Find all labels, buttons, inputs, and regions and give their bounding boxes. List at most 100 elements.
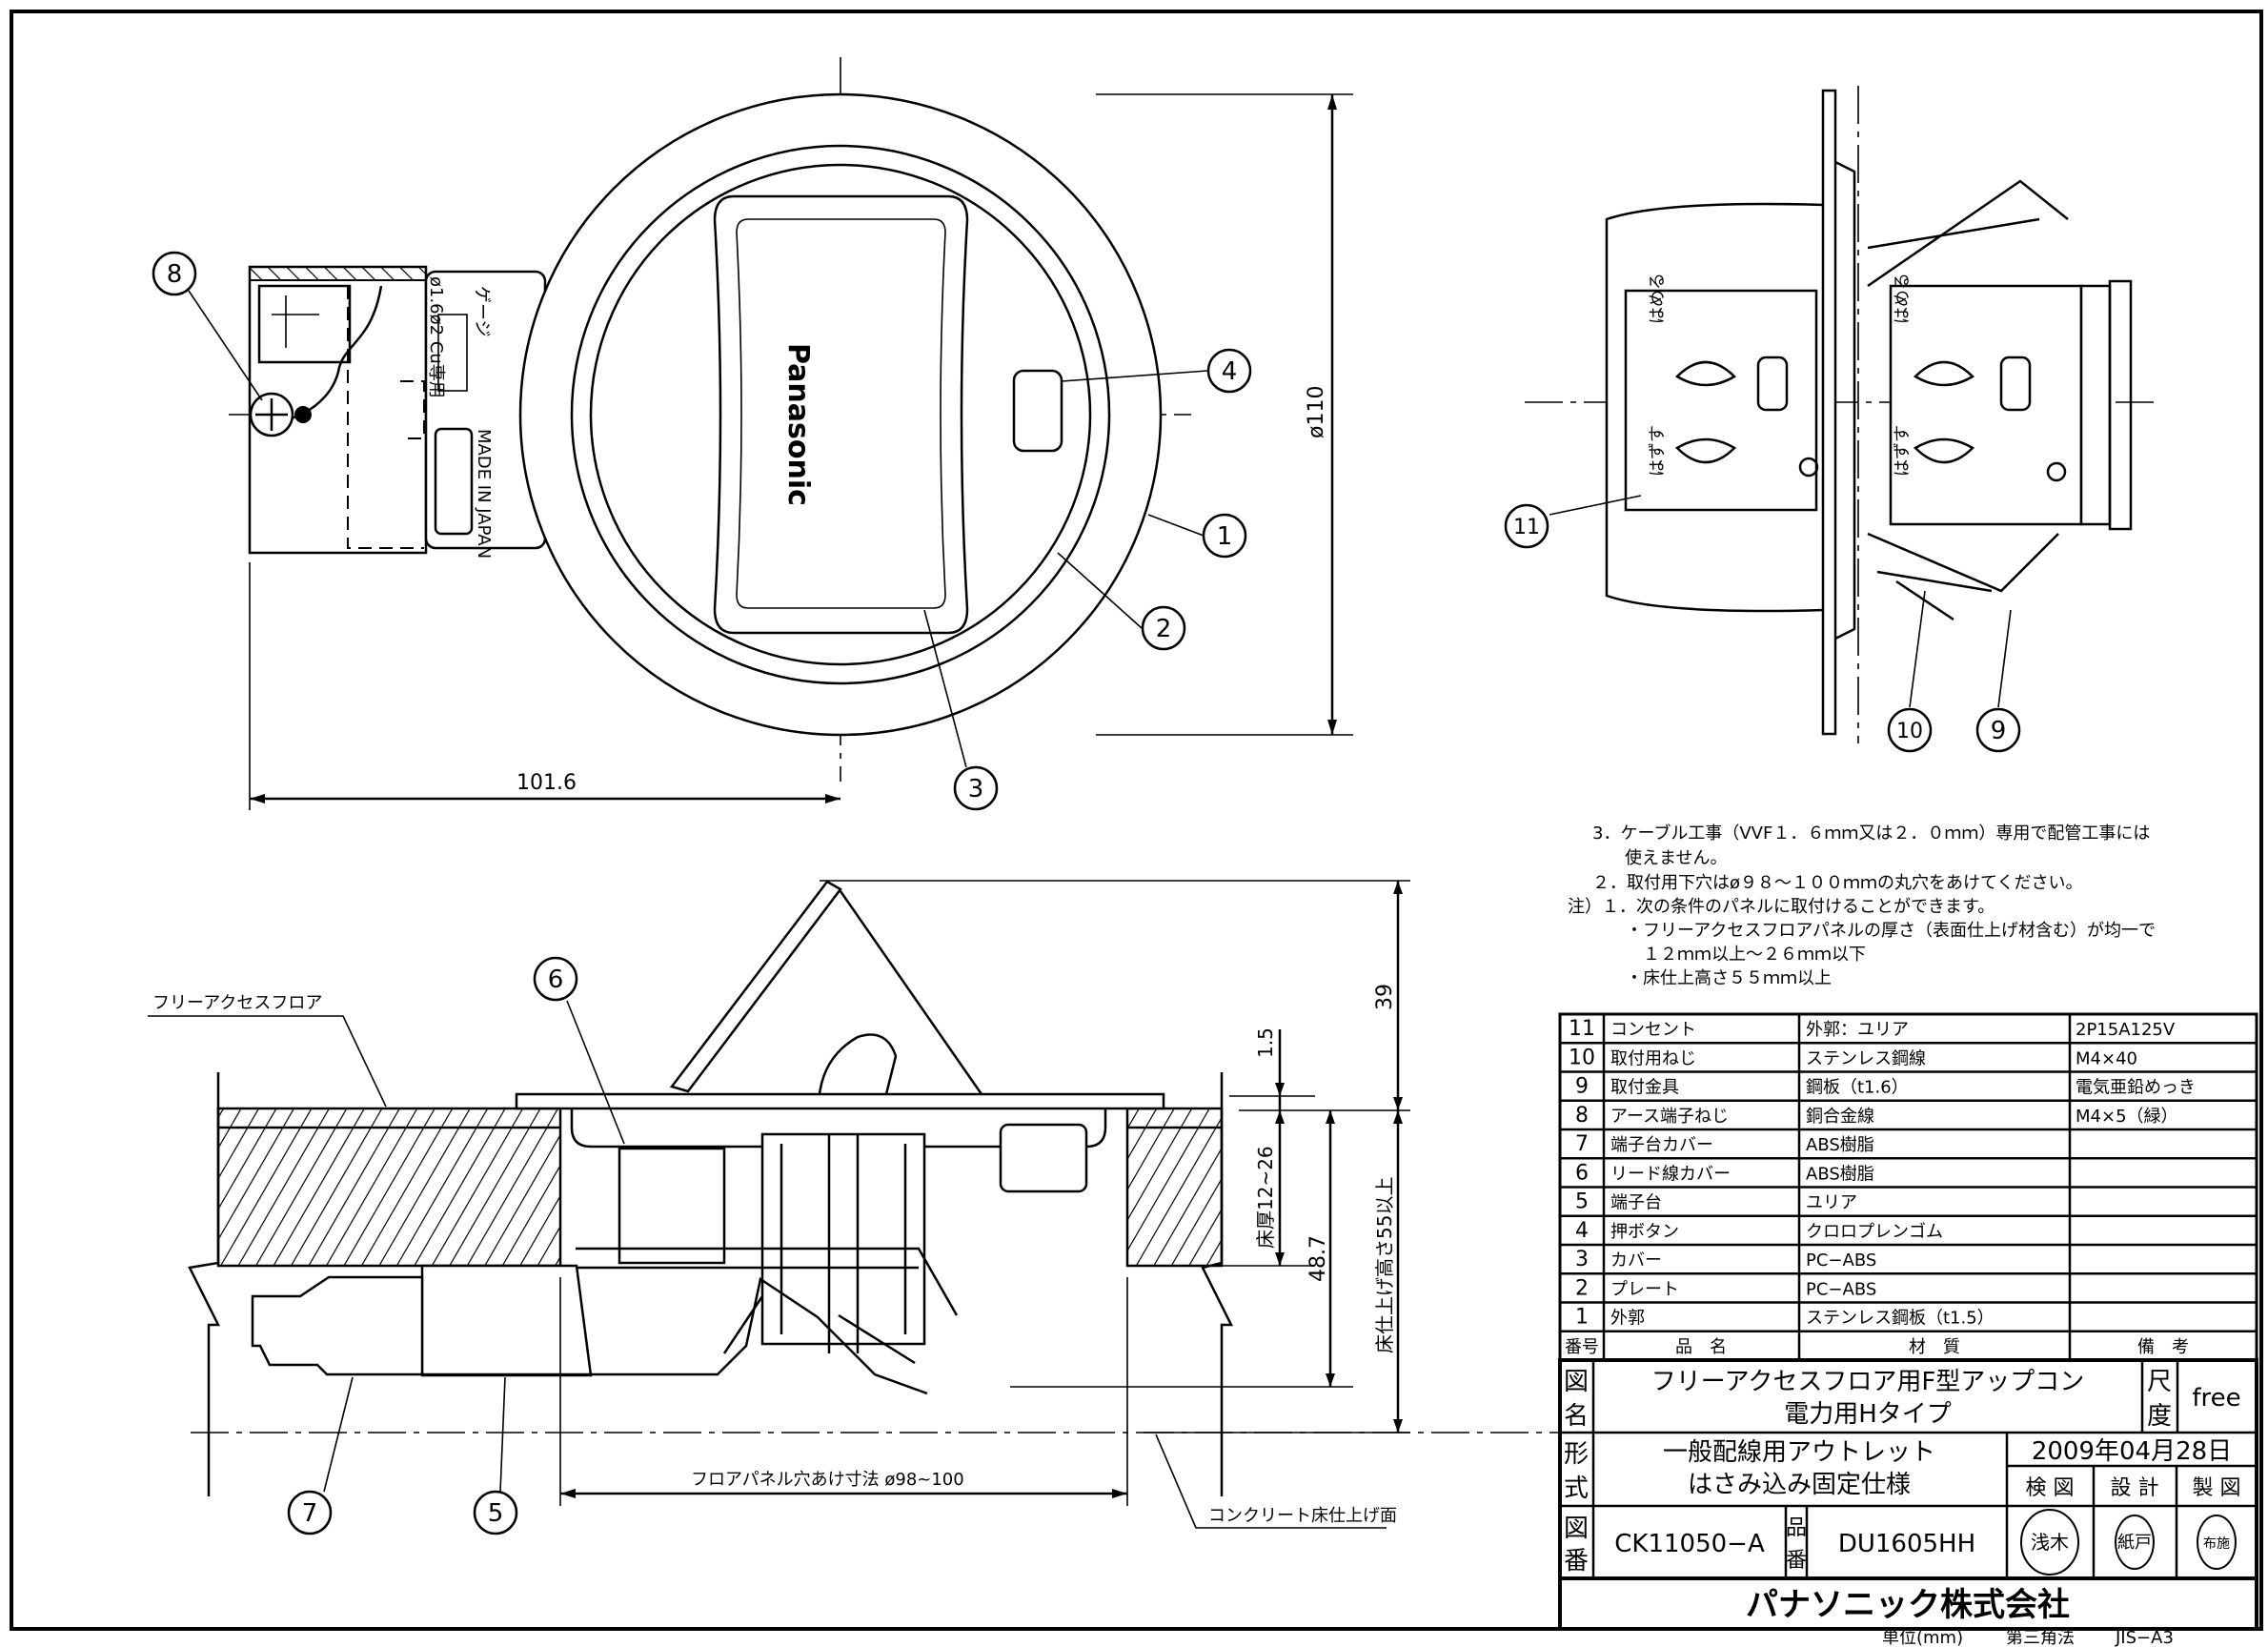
balloon-11: 11 [1504, 503, 1549, 549]
svg-text:4: 4 [1222, 357, 1238, 386]
svg-text:浅木: 浅木 [2031, 1531, 2069, 1554]
table-cell-no: 2 [1575, 1276, 1589, 1300]
balloon-10: 10 [1887, 707, 1933, 753]
terminal-cover [251, 1275, 424, 1376]
note-line: ・フリーアクセスフロアパネルの厚さ（表面仕上げ材含む）が均一で [1626, 921, 2156, 941]
dim-width: 101.6 [516, 771, 577, 795]
table-cell-note: M4×5（緑） [2076, 1107, 2178, 1127]
table-cell-no: 3 [1575, 1248, 1589, 1271]
scale-value: free [2192, 1384, 2240, 1413]
opened-cover [669, 880, 842, 1093]
table-cell-note: 電気亜鉛めっき [2076, 1078, 2196, 1098]
svg-text:3: 3 [968, 775, 984, 803]
floor-panel-right [1125, 1107, 1224, 1268]
check-label: 検 図 [2026, 1476, 2075, 1500]
footer-paper: JIS−A3 [2115, 1628, 2174, 1647]
drawing-no-label: 番 [1564, 1547, 1589, 1576]
drawing-name: 電力用Hタイプ [1784, 1400, 1952, 1429]
dim-diameter: ø110 [1305, 386, 1328, 438]
table-cell-name: コンセント [1610, 1020, 1696, 1040]
balloon-7: 7 [287, 1490, 333, 1535]
stamp-draft: 布施 [2197, 1515, 2237, 1570]
table-cell-no: 6 [1575, 1161, 1589, 1185]
drawing-no-label: 図 [1564, 1515, 1589, 1543]
product-no: DU1605HH [1838, 1530, 1975, 1558]
dim-floor-thickness: 床厚12~26 [1254, 1146, 1277, 1249]
company-name: パナソニック株式会社 [1746, 1586, 2070, 1624]
part-balloons: 8 4 1 2 3 11 10 9 6 7 5 [152, 251, 2021, 1535]
table-cell-material: 外郭：ユリア [1806, 1020, 1909, 1040]
note-line: １２ｍｍ以上～２６ｍｍ以下 [1643, 945, 1866, 965]
mounting-plate [1821, 89, 1837, 736]
table-cell-material: ステンレス鋼板（t1.5） [1806, 1309, 1995, 1329]
table-cell-material: ABS樹脂 [1806, 1164, 1874, 1184]
table-cell-note: M4×40 [2076, 1048, 2137, 1068]
svg-text:5: 5 [488, 1499, 504, 1528]
title-block: 図 名 フリーアクセスフロア用F型アップコン 電力用Hタイプ 尺 度 free … [1558, 1358, 2258, 1631]
type-label: 形 [1564, 1440, 1589, 1469]
table-cell-material: 材 質 [1909, 1337, 1960, 1357]
drawing-no: CK11050−A [1614, 1530, 1765, 1558]
table-cell-note: 2P15A125V [2076, 1020, 2176, 1040]
socket-face-right [1913, 356, 2067, 482]
table-cell-name: 押ボタン [1610, 1222, 1679, 1242]
svg-text:1: 1 [1217, 522, 1233, 551]
table-cell-no: 5 [1575, 1190, 1589, 1214]
svg-text:11: 11 [1513, 516, 1540, 539]
brand-mark: Panasonic [781, 343, 815, 506]
type-label: 式 [1564, 1474, 1589, 1503]
top-view: ゲージ ø1.6ø2 Cu専用 MADE IN JAPAN Panasonic … [188, 57, 1353, 810]
label-made-in: MADE IN JAPAN [474, 429, 494, 559]
table-cell-note: 備 考 [2137, 1337, 2189, 1357]
note-line: 3．ケーブル工事（VVF１．６ｍｍ又は２．０ｍｍ）専用で配管工事には [1592, 823, 2150, 844]
label-insert-left: はめる [1648, 273, 1668, 324]
drawing-border [10, 10, 2263, 1631]
dim-39: 39 [1373, 984, 1397, 1010]
table-cell-name: アース端子ねじ [1610, 1107, 1729, 1127]
table-cell-material: PC−ABS [1806, 1279, 1876, 1299]
dim-1-5: 1.5 [1254, 1027, 1277, 1058]
table-cell-name: 取付金具 [1610, 1078, 1679, 1098]
table-cell-name: 端子台 [1610, 1193, 1662, 1213]
table-cell-name: プレート [1610, 1279, 1679, 1299]
notes: 3．ケーブル工事（VVF１．６ｍｍ又は２．０ｍｍ）専用で配管工事には 使えません… [1568, 823, 2156, 988]
drawing-name: フリーアクセスフロア用F型アップコン [1651, 1368, 2085, 1396]
dim-floor-height: 床仕上げ高さ55以上 [1373, 1177, 1396, 1353]
draft-label: 製 図 [2193, 1476, 2241, 1500]
scale-label: 尺 [2147, 1368, 2172, 1396]
table-cell-material: ABS樹脂 [1806, 1135, 1874, 1155]
dim-48-7: 48.7 [1306, 1235, 1330, 1282]
balloon-9: 9 [1975, 707, 2021, 753]
table-cell-no: 番号 [1565, 1337, 1599, 1357]
label-concrete: コンクリート床仕上げ面 [1208, 1506, 1397, 1526]
table-cell-material: 銅合金線 [1806, 1107, 1874, 1127]
table-cell-no: 4 [1575, 1219, 1589, 1243]
floor-panel-left [216, 1107, 562, 1268]
side-view: はめる はずす はめる はずす [1525, 86, 2154, 743]
note-line: ・床仕上高さ５５ｍｍ以上 [1626, 968, 1832, 988]
label-floor: フリーアクセスフロア [152, 993, 322, 1013]
label-pull-left: はずす [1648, 425, 1668, 477]
table-row: 2 プレート PC−ABS [1575, 1276, 1876, 1300]
design-label: 設 計 [2111, 1476, 2159, 1500]
svg-text:7: 7 [302, 1499, 318, 1528]
table-cell-material: ステンレス鋼線 [1806, 1048, 1926, 1068]
plate-ring [570, 144, 1111, 685]
balloon-3: 3 [953, 765, 999, 811]
terminal-block [420, 1264, 593, 1377]
label-wire: ø1.6ø2 Cu専用 [426, 276, 446, 398]
svg-text:10: 10 [1896, 720, 1923, 743]
date: 2009年04月28日 [2032, 1437, 2232, 1466]
svg-text:8: 8 [167, 260, 183, 289]
note-line: 使えません。 [1625, 848, 1727, 868]
balloon-2: 2 [1141, 605, 1186, 651]
dim-hole: フロアパネル穴あけ寸法 ø98~100 [691, 1470, 964, 1490]
